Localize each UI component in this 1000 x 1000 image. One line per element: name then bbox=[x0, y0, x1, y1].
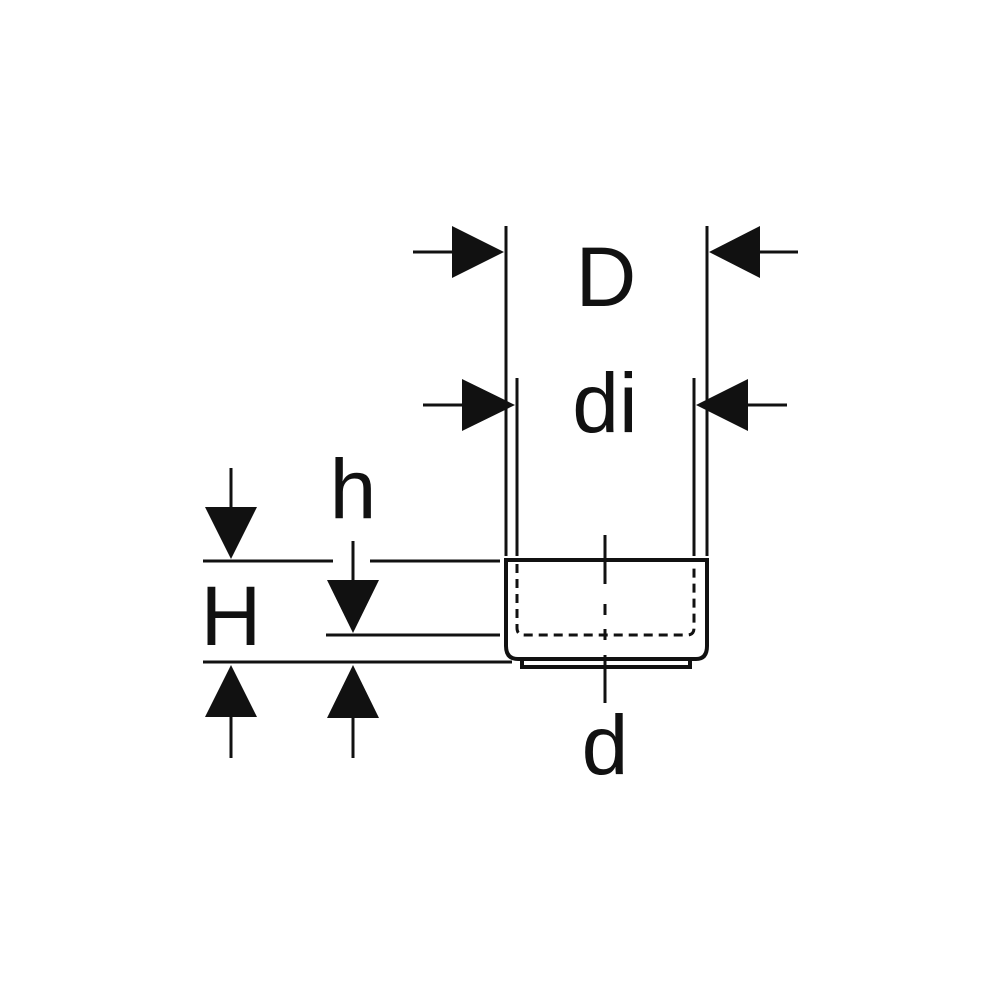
dimension-di: di bbox=[423, 356, 787, 450]
dimension-inner-height: h bbox=[327, 442, 379, 758]
label-outer-diameter: D bbox=[576, 230, 637, 324]
dimension-ih-bottom-arrow bbox=[327, 665, 379, 718]
cap-outer-outline bbox=[504, 558, 709, 661]
dimension-di-left-arrow bbox=[462, 379, 515, 431]
dimension-di-right-arrow bbox=[696, 379, 748, 431]
label-total-height: H bbox=[201, 569, 262, 663]
dimension-ih-top-arrow bbox=[327, 580, 379, 633]
extension-lines-d bbox=[504, 226, 709, 556]
dimension-d-right-arrow bbox=[709, 226, 760, 278]
label-inner-height: h bbox=[330, 442, 377, 536]
extension-lines-di bbox=[515, 378, 696, 556]
dimension-h-top-arrow bbox=[205, 507, 257, 559]
dimension-total-height: H bbox=[201, 468, 262, 758]
extension-lines-height bbox=[203, 559, 512, 664]
label-diameter: d bbox=[582, 698, 629, 792]
dimension-h-bottom-arrow bbox=[205, 665, 257, 717]
dimension-d-left-arrow bbox=[452, 226, 504, 278]
label-inner-diameter: di bbox=[572, 356, 637, 450]
dimension-d: D bbox=[413, 226, 798, 324]
